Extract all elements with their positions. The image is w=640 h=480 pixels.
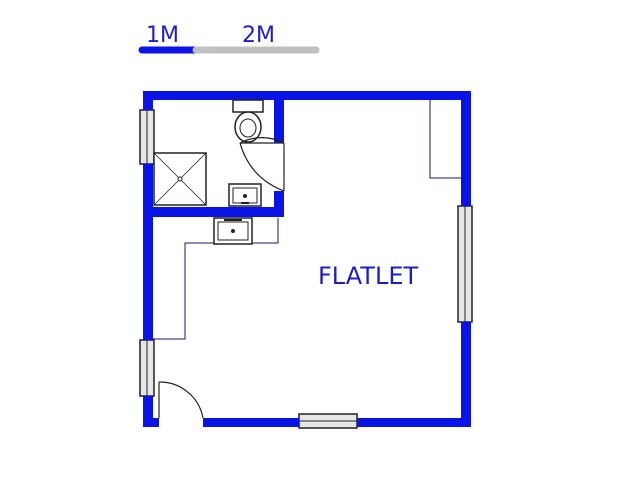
door-swing-icon <box>158 381 204 419</box>
entrance-door-arc <box>158 381 204 419</box>
wall-left-top <box>143 91 153 110</box>
wall-bottom-mid <box>203 418 299 427</box>
wall-right-lower <box>461 322 471 427</box>
scale-bar: 1M 2M <box>138 23 320 54</box>
wall-top <box>143 91 471 100</box>
wall-bottom-right <box>357 418 471 427</box>
wall-bathroom-horizontal <box>143 207 284 217</box>
wall-bathroom-vertical-lower <box>274 191 284 217</box>
wall-left-bottom <box>143 396 153 427</box>
wall-right-upper <box>461 91 471 206</box>
room-label-flatlet: FLATLET <box>318 262 418 290</box>
scale-label-2m: 2M <box>242 23 275 48</box>
toilet-icon <box>232 99 264 143</box>
kitchen-counter-outline <box>150 218 279 340</box>
walls <box>143 91 471 427</box>
sink-icon <box>213 217 253 245</box>
fixture-outlines <box>150 98 461 340</box>
cupboard-outline <box>429 98 461 179</box>
bathroom-door-arc <box>239 137 285 144</box>
wall-bathroom-vertical-upper <box>274 91 284 143</box>
scale-label-1m: 1M <box>146 23 179 48</box>
shower-icon <box>153 152 207 206</box>
door-swing-icon <box>239 137 285 192</box>
basin-icon <box>228 183 262 207</box>
wall-bottom-left <box>143 418 159 427</box>
wall-left-mid <box>143 164 153 340</box>
